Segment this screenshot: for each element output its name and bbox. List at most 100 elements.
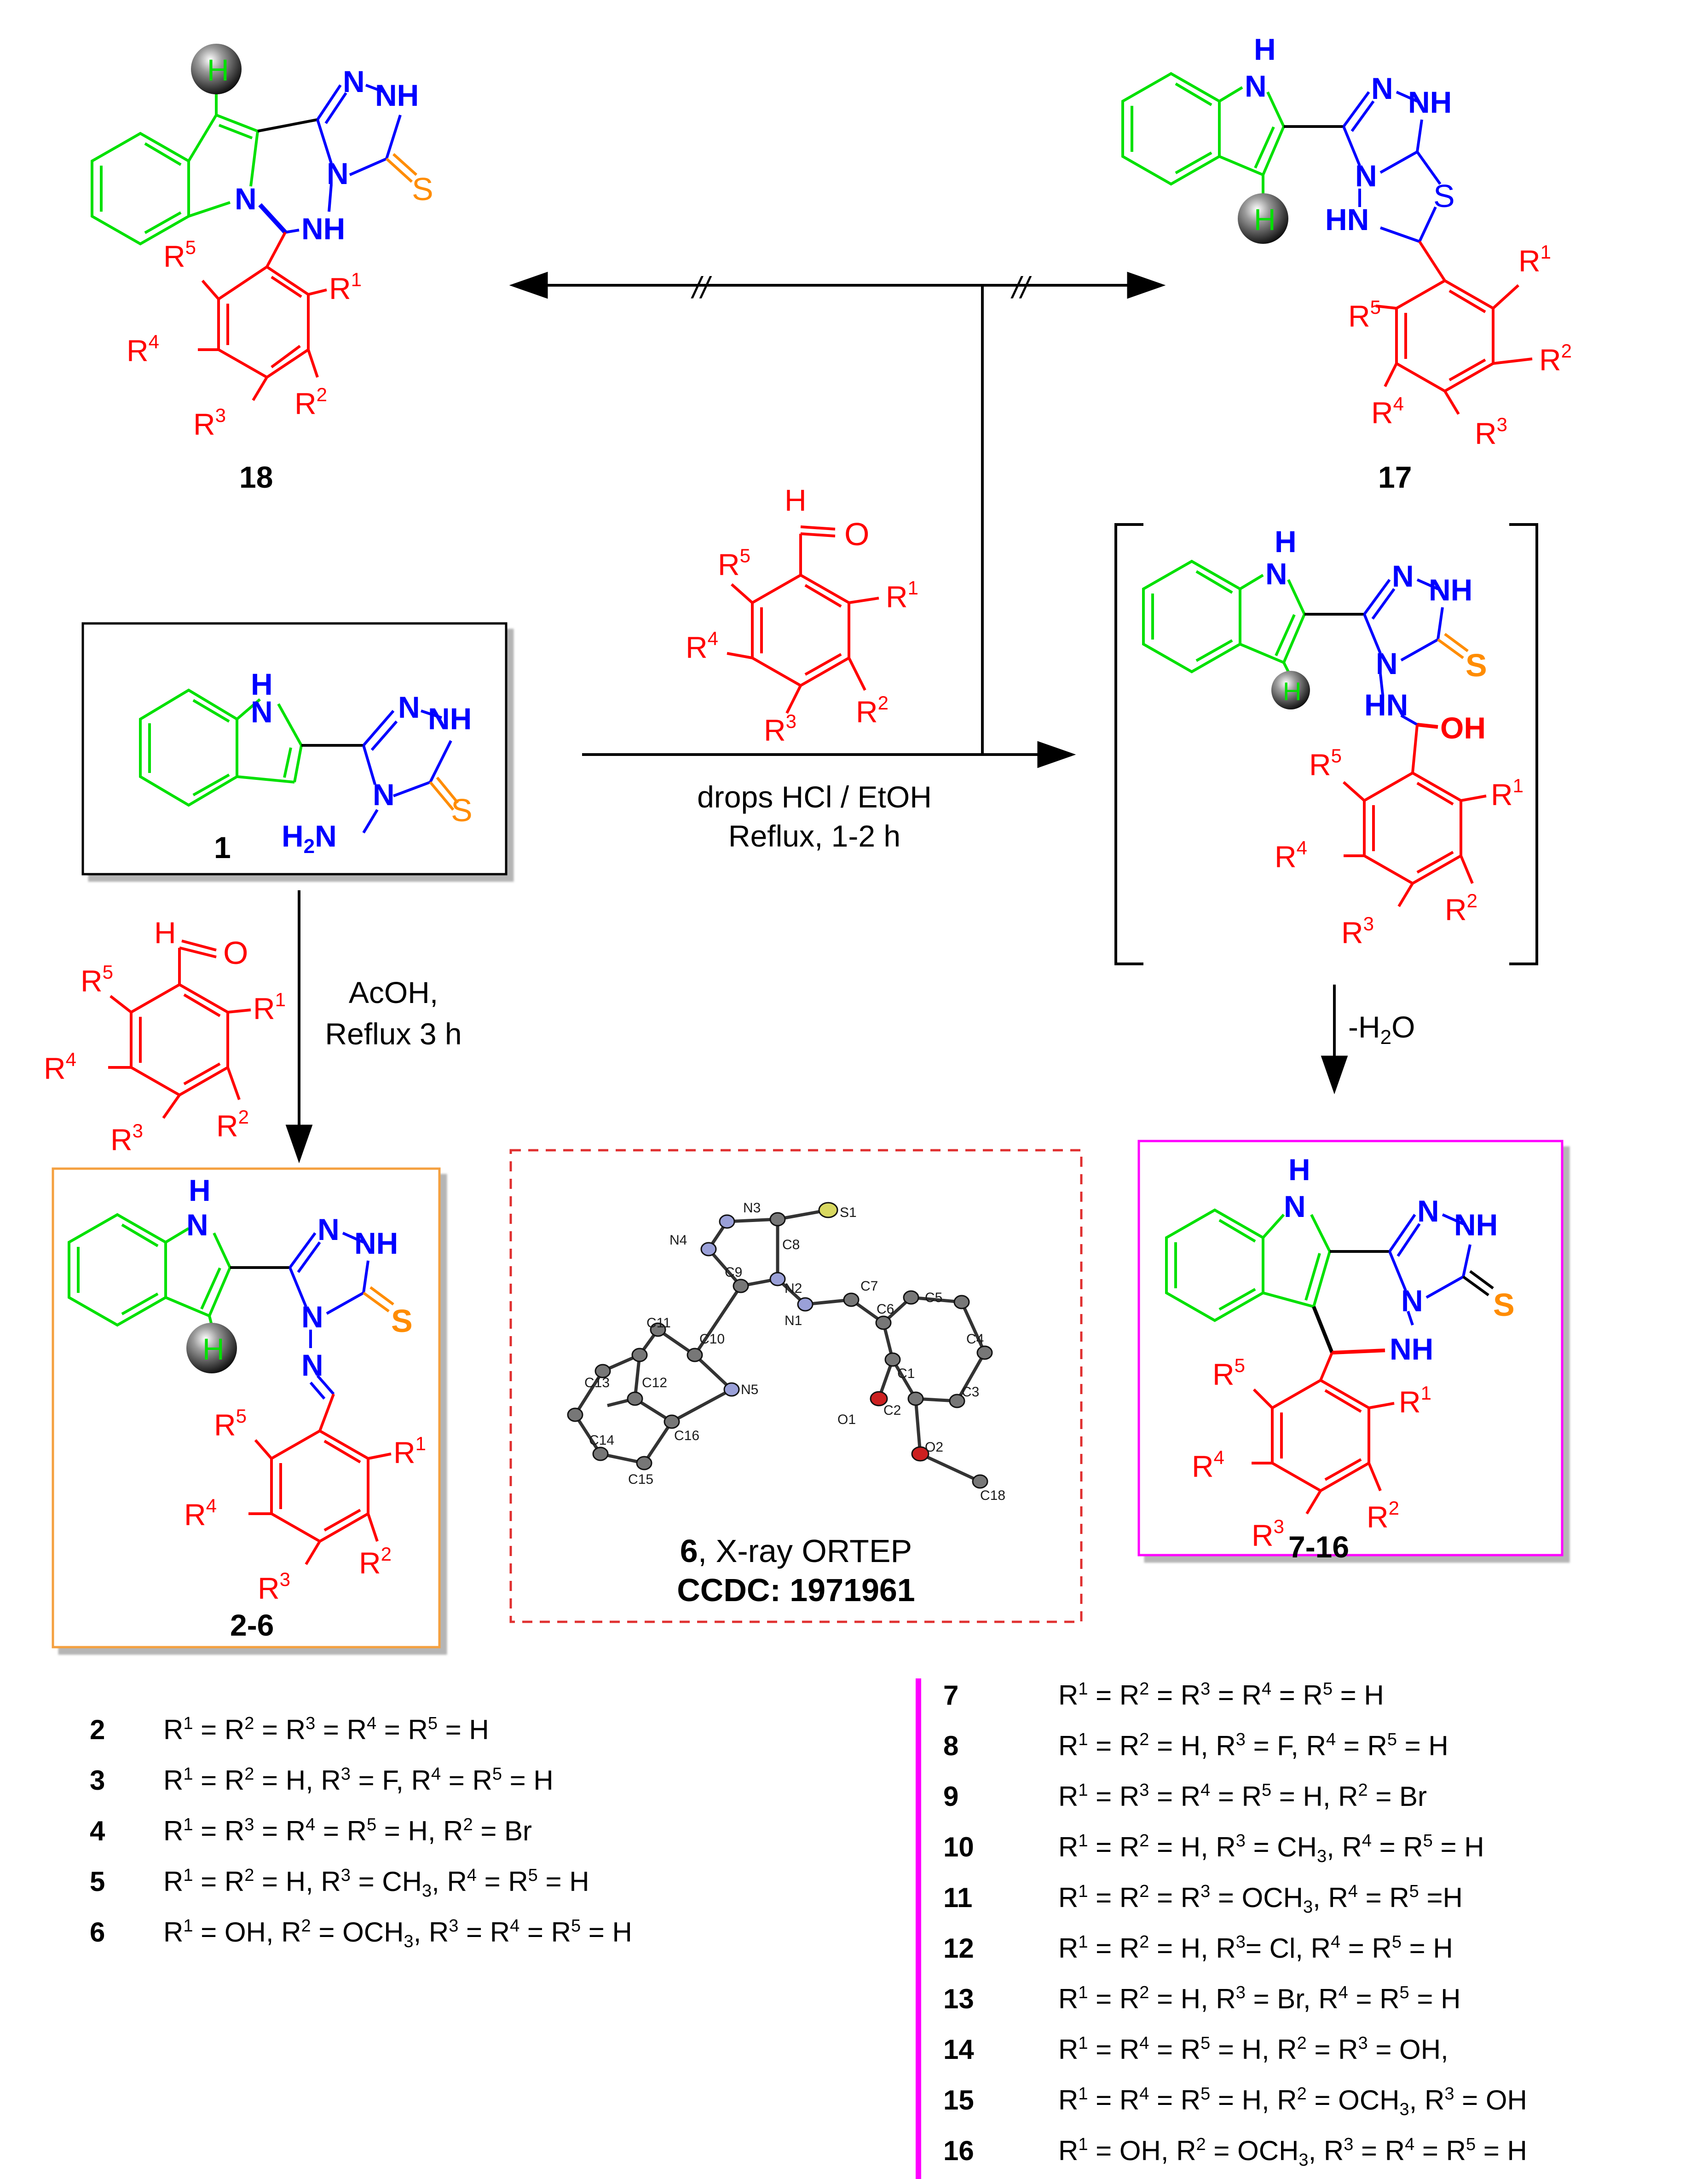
- svg-text:C4: C4: [966, 1332, 984, 1347]
- svg-text:R1: R1: [329, 269, 362, 306]
- svg-text:N: N: [1245, 69, 1267, 103]
- reaction-scheme: // // drops HCl / EtOH Reflux, 1-2 h AcO…: [44, 32, 1572, 1649]
- svg-text:NH: NH: [1454, 1208, 1498, 1242]
- substituent-description: R1 = R3 = R4 = R5 = H, R2 = Br: [163, 1815, 532, 1846]
- svg-text:R5: R5: [81, 961, 113, 998]
- svg-text:N: N: [327, 156, 349, 190]
- svg-text:S: S: [451, 792, 473, 828]
- svg-text:R2: R2: [294, 384, 327, 421]
- svg-text:NH: NH: [428, 702, 472, 736]
- svg-text:C16: C16: [674, 1428, 699, 1443]
- product-7-16-box: [1137, 1140, 1564, 1556]
- svg-text:N: N: [1376, 646, 1398, 680]
- compound-number: 4: [90, 1816, 105, 1846]
- xray-box: [509, 1149, 1083, 1623]
- arrows: [285, 271, 1348, 1164]
- svg-text:N: N: [1284, 1189, 1306, 1223]
- svg-text:H: H: [1254, 202, 1276, 236]
- aldehyde-reagent-left: H O R5 R1 R4 R3 R2: [44, 916, 286, 1157]
- svg-text:H: H: [207, 53, 229, 87]
- compound-number: 5: [90, 1866, 105, 1897]
- product-2-6-box: [52, 1167, 441, 1649]
- compound-18-number: 18: [239, 460, 273, 494]
- substituent-description: R1 = R2 = H, R3 = CH3, R4 = R5 = H: [163, 1866, 589, 1901]
- substituent-description: R1 = R2 = R3 = R4 = R5 = H: [163, 1714, 489, 1745]
- svg-text:R4: R4: [44, 1049, 76, 1085]
- svg-text:H: H: [1254, 32, 1276, 66]
- svg-text:R5: R5: [163, 236, 196, 273]
- svg-text:R3: R3: [1341, 913, 1374, 950]
- svg-text:C10: C10: [699, 1332, 725, 1347]
- bracket-left: [1114, 523, 1143, 965]
- substituent-description: R1 = R2 = R3 = R4 = R5 = H: [1058, 1679, 1384, 1711]
- compound-1: H N N NH N S H2N 1: [139, 667, 473, 865]
- svg-text:R3: R3: [1475, 414, 1507, 450]
- svg-text:N: N: [317, 1212, 340, 1246]
- compound-number: 13: [943, 1983, 974, 2014]
- svg-text:R3: R3: [193, 404, 226, 441]
- substituent-description: R1 = R2 = H, R3 = Br, R4 = R5 = H: [1058, 1983, 1461, 2014]
- svg-text:R4: R4: [686, 628, 718, 664]
- svg-text:R1: R1: [1491, 775, 1523, 812]
- svg-text:N: N: [373, 778, 395, 812]
- condition-water-loss: -H2O: [1348, 1010, 1415, 1049]
- svg-text:C5: C5: [925, 1290, 942, 1305]
- svg-text:N2: N2: [785, 1281, 802, 1296]
- condition-left-line2: Reflux 3 h: [325, 1017, 462, 1051]
- compound-number: 8: [943, 1730, 959, 1761]
- svg-text:N: N: [1401, 1284, 1423, 1318]
- svg-text:H: H: [785, 483, 807, 517]
- svg-text:NH: NH: [1429, 573, 1472, 607]
- compound-1-box: [81, 622, 508, 876]
- compound-2-6: H H N N NH N N S R5 R1 R4 R3 R2 2-6: [68, 1173, 426, 1642]
- svg-text:R1: R1: [253, 989, 286, 1026]
- substituent-description: R1 = R2 = H, R3 = F, R4 = R5 = H: [1058, 1730, 1448, 1761]
- svg-text:N: N: [1265, 557, 1287, 591]
- svg-text:S: S: [1493, 1287, 1515, 1323]
- svg-text:NH: NH: [1390, 1332, 1433, 1366]
- substituent-description: R1 = R2 = H, R3 = F, R4 = R5 = H: [163, 1764, 554, 1796]
- svg-text:N: N: [1355, 159, 1377, 193]
- svg-text:N: N: [186, 1208, 208, 1242]
- compound-7-16: H N N NH N NH S R5 R1 R4 R3 R2 7-16: [1165, 1153, 1515, 1564]
- svg-text:O2: O2: [925, 1440, 943, 1455]
- blocked-mark-left: //: [691, 271, 712, 305]
- compound-number: 2: [90, 1714, 105, 1745]
- svg-text:R5: R5: [1309, 745, 1342, 782]
- svg-text:N: N: [301, 1348, 323, 1382]
- svg-text:C7: C7: [860, 1279, 878, 1294]
- substituent-row: 8 R1 = R2 = H, R3 = F, R4 = R5 = H: [943, 1721, 1698, 1771]
- svg-text:C14: C14: [589, 1433, 614, 1448]
- svg-text:R1: R1: [1518, 241, 1551, 278]
- svg-text:N: N: [235, 182, 257, 216]
- condition-left-line1: AcOH,: [349, 975, 438, 1009]
- svg-text:R5: R5: [214, 1405, 247, 1442]
- svg-text:R2: R2: [1445, 890, 1477, 927]
- svg-text:C6: C6: [877, 1302, 894, 1317]
- bracket-right: [1509, 523, 1538, 965]
- compound-number: 12: [943, 1933, 974, 1964]
- svg-text:H: H: [1283, 677, 1301, 706]
- compound-18: H N N NH N NH S R5 R1 R4 R3 R2 18: [91, 44, 433, 494]
- svg-text:C15: C15: [628, 1472, 653, 1487]
- svg-text:H: H: [251, 667, 273, 701]
- svg-text:N: N: [251, 695, 273, 729]
- svg-text:S: S: [1466, 647, 1487, 683]
- svg-text:N: N: [343, 64, 365, 98]
- svg-text:R5: R5: [1348, 296, 1381, 333]
- svg-text:O: O: [223, 935, 248, 971]
- compound-17-number: 17: [1378, 460, 1412, 494]
- compound-17: H H N N NH N HN S R5 R1 R4 R3 R2 17: [1121, 32, 1572, 494]
- svg-text:C9: C9: [725, 1265, 742, 1280]
- xray-ccdc: CCDC: 1971961: [677, 1572, 915, 1608]
- svg-text:NH: NH: [301, 212, 345, 246]
- svg-text:R5: R5: [1212, 1355, 1245, 1391]
- svg-text:C3: C3: [962, 1384, 979, 1400]
- svg-text:R2: R2: [856, 692, 889, 729]
- svg-text:H: H: [1275, 525, 1297, 559]
